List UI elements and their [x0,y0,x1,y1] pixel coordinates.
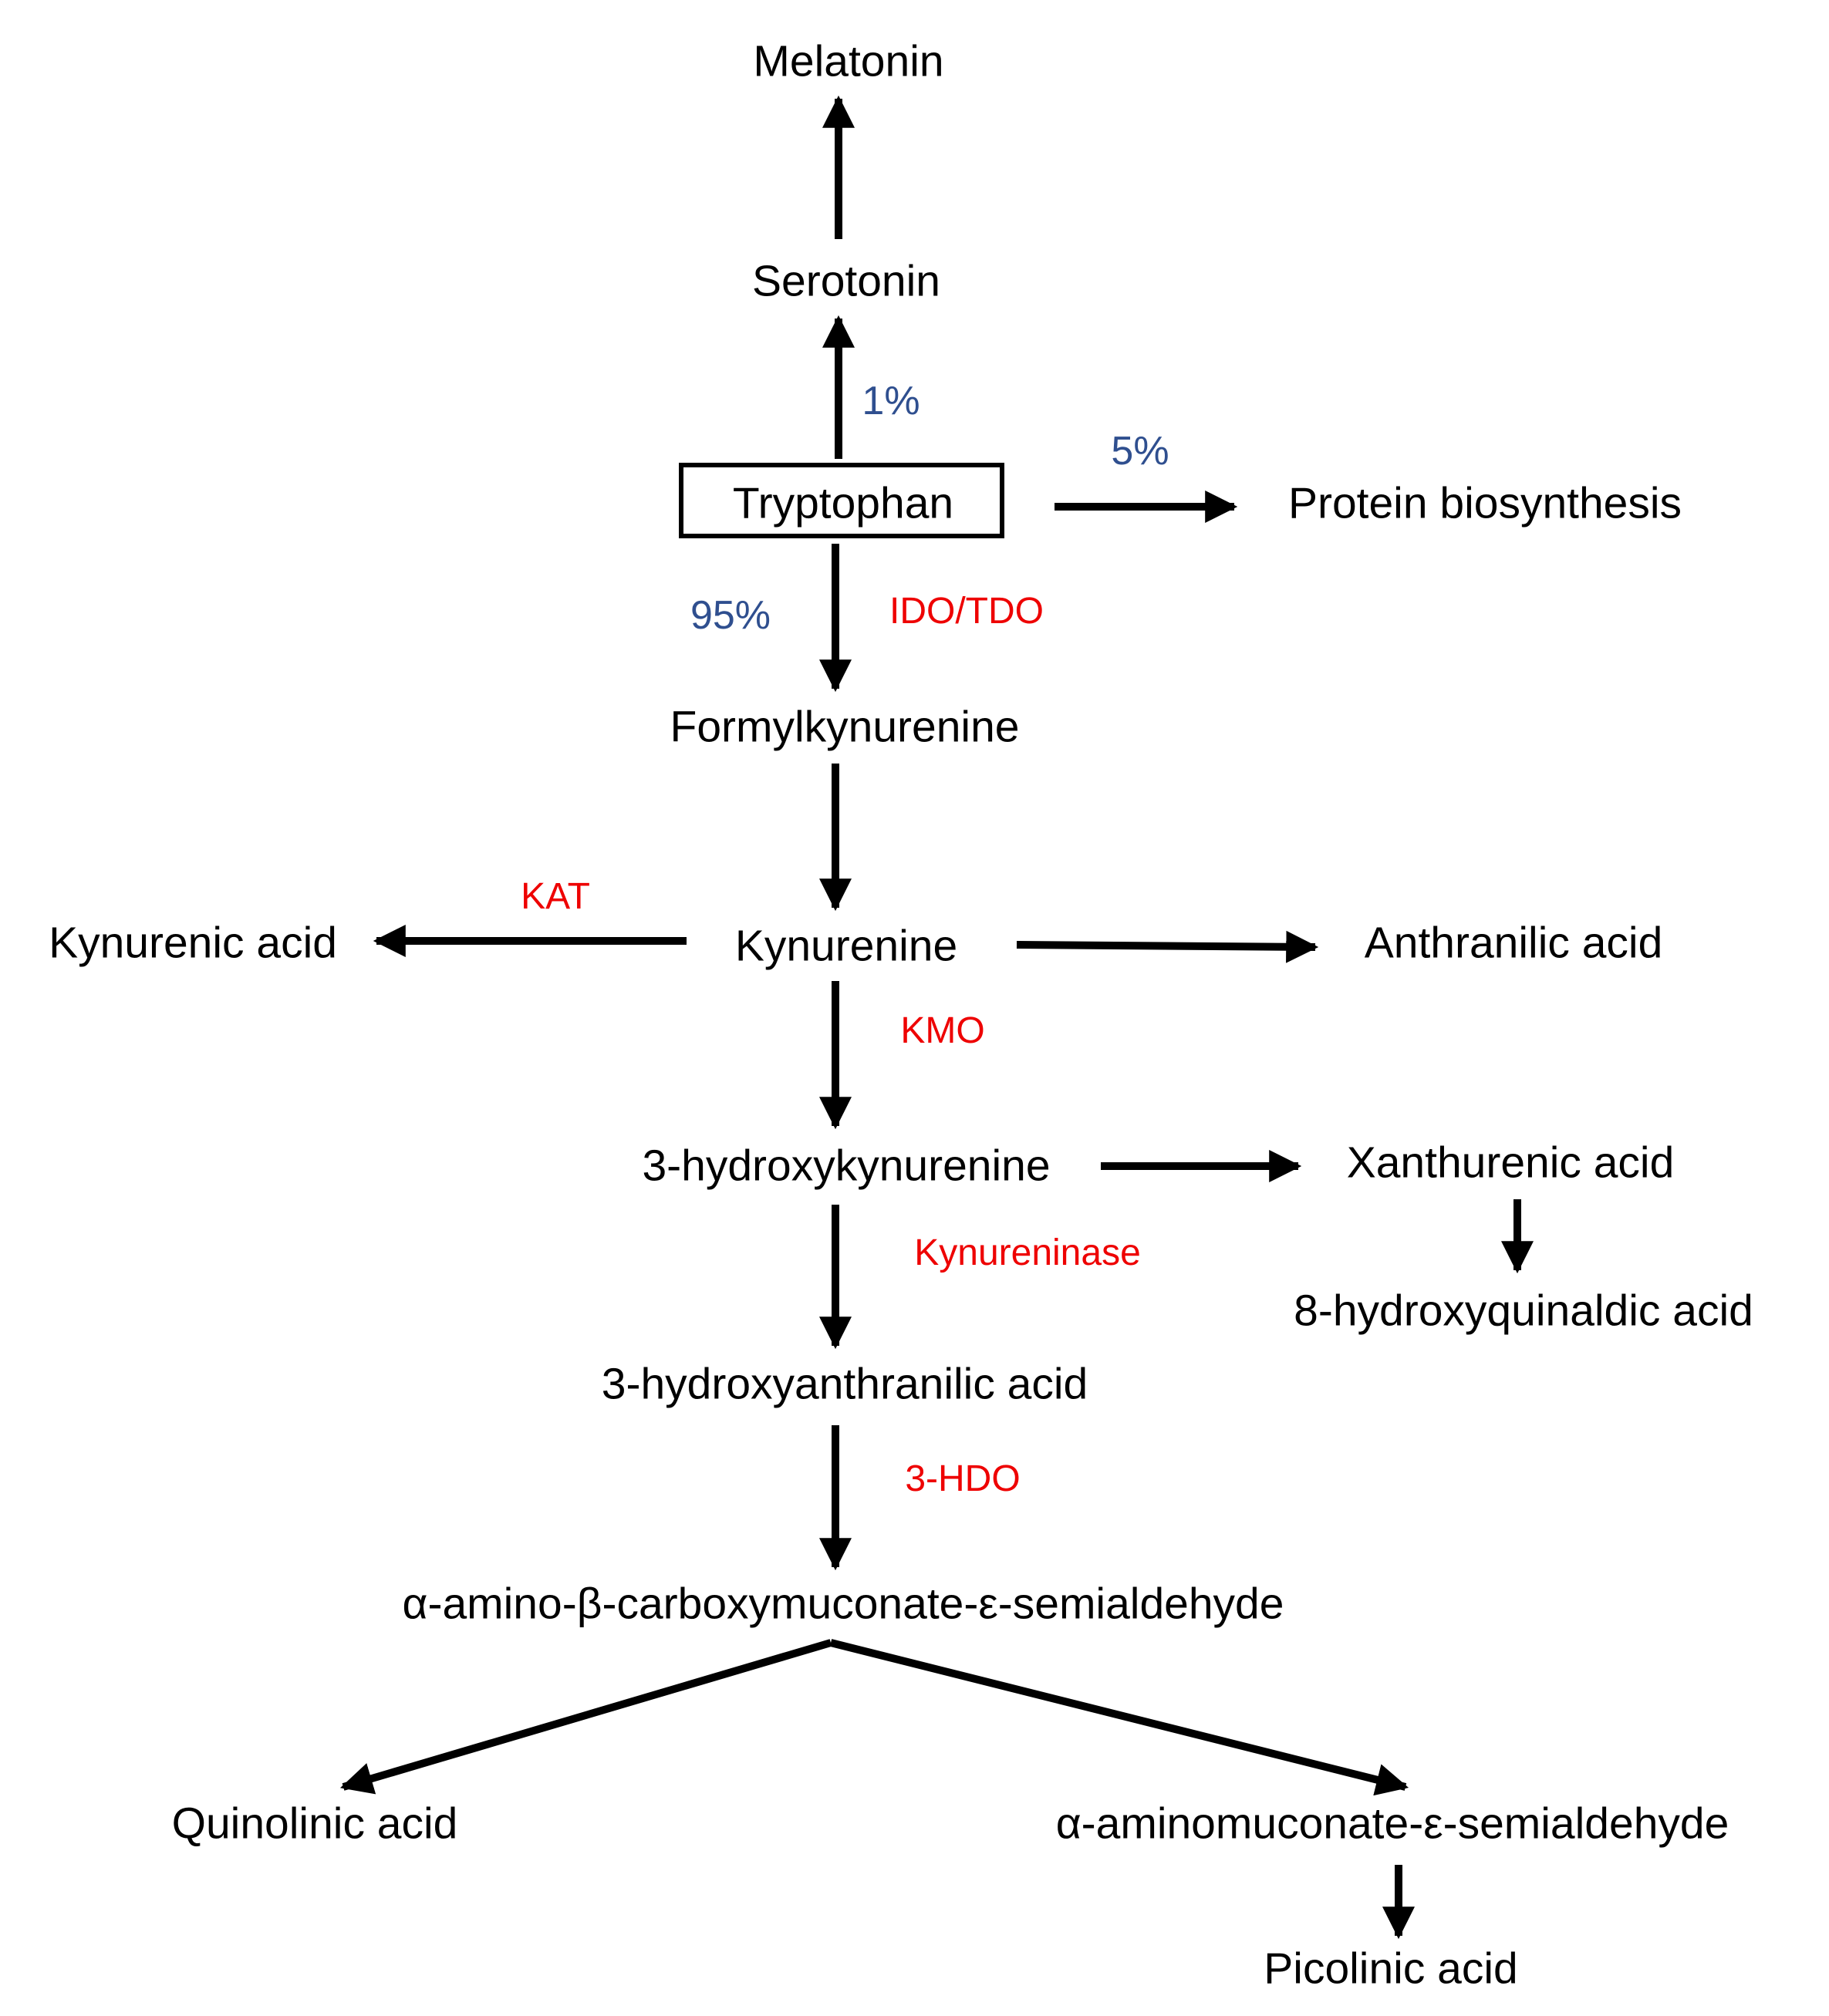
percent-protein-path: 5% [1111,429,1169,474]
enzyme-kynureninase: Kynureninase [914,1232,1141,1273]
node-3-hydroxykynurenine: 3-hydroxykynurenine [642,1141,1051,1191]
node-3-hydroxyanthranilic-acid: 3-hydroxyanthranilic acid [601,1359,1088,1409]
node-tryptophan: Tryptophan [732,478,954,528]
node-protein-biosynthesis: Protein biosynthesis [1287,478,1682,528]
arrow-acms-to-quinolinic-acid [339,1639,832,1795]
node-melatonin: Melatonin [753,36,944,86]
node-formylkynurenine: Formylkynurenine [670,702,1020,752]
node-kynurenine: Kynurenine [734,921,958,971]
percent-serotonin-path: 1% [862,379,920,423]
node-kynurenic-acid: Kynurenic acid [49,918,337,968]
node-8-hydroxyquinaldic-acid: 8-hydroxyquinaldic acid [1294,1286,1753,1336]
node-quinolinic-acid: Quinolinic acid [171,1799,458,1849]
node-picolinic-acid: Picolinic acid [1264,1944,1518,1994]
enzyme-ido-tdo: IDO/TDO [889,591,1044,632]
enzyme-kat: KAT [521,876,590,917]
node-acms: α-amino-β-carboxymuconate-ε-semialdehyde [402,1579,1284,1629]
percent-kynurenine-path: 95% [690,593,771,638]
arrow-kynurenine-to-anthranilic-acid [1016,930,1319,963]
node-serotonin: Serotonin [751,256,941,306]
tryptophan-box [679,463,1004,538]
enzyme-kmo: KMO [900,1010,985,1051]
arrow-acms-to-ams [829,1639,1409,1796]
node-xanthurenic-acid: Xanthurenic acid [1346,1138,1675,1188]
node-ams: α-aminomuconate-ε-semialdehyde [1055,1799,1729,1849]
node-anthranilic-acid: Anthranilic acid [1364,918,1663,968]
enzyme-3-hdo: 3-HDO [905,1458,1021,1499]
